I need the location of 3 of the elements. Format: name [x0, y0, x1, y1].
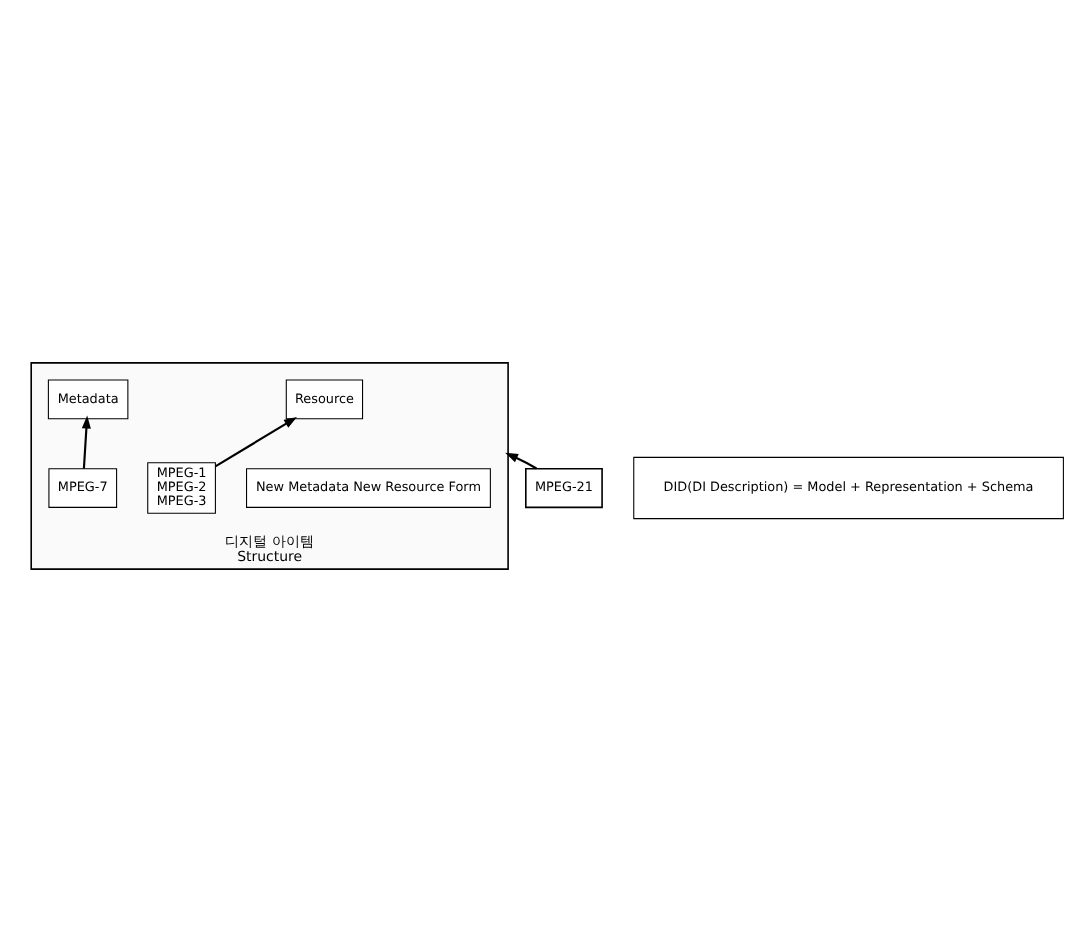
arrow — [505, 452, 538, 470]
arrow — [81, 415, 91, 469]
arrow — [214, 417, 297, 468]
